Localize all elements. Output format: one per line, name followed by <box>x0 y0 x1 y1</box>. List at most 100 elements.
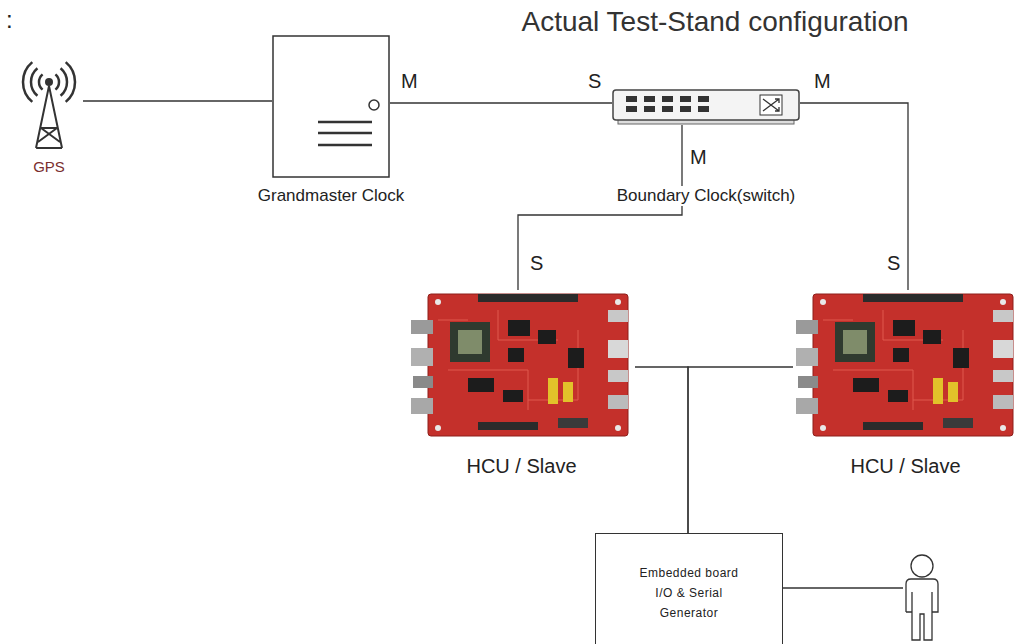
hcu-board-icon <box>793 290 1018 440</box>
network-switch-icon <box>612 85 800 125</box>
ic-chip <box>893 320 915 336</box>
pin-header <box>478 294 578 302</box>
connector <box>993 340 1013 358</box>
node-caption: Grandmaster Clock <box>255 186 407 206</box>
diagram-title: Actual Test-Stand configuration <box>521 6 908 37</box>
switch-port <box>698 106 709 112</box>
connector <box>993 395 1013 409</box>
network-link <box>635 367 688 533</box>
hcu-board: HCU / Slave <box>793 290 1018 440</box>
radio-wave <box>23 62 32 102</box>
port-role: S <box>887 252 900 274</box>
port-role: M <box>814 70 831 92</box>
ic-chip <box>538 330 556 344</box>
connector <box>798 376 818 388</box>
radio-wave <box>66 62 75 102</box>
label-holder: S <box>887 252 900 275</box>
radio-wave <box>39 74 43 89</box>
mount-hole <box>820 425 826 431</box>
switch-port <box>662 106 673 112</box>
switch-port <box>644 106 655 112</box>
person-head <box>911 555 933 577</box>
switch-port <box>680 106 691 112</box>
connector <box>413 376 433 388</box>
label-holder: M <box>401 70 418 93</box>
person-body <box>906 579 938 640</box>
gps-antenna: GPS <box>15 52 83 150</box>
hcu-board-icon <box>408 290 635 440</box>
text-holder: Embedded board I/O & Serial Generator <box>633 533 745 623</box>
port-role: S <box>530 252 543 274</box>
connector <box>796 320 818 334</box>
title-holder: Actual Test-Stand configuration <box>521 6 908 38</box>
ic-chip <box>853 378 879 392</box>
ic-chip <box>568 348 584 368</box>
port-role: M <box>690 146 707 168</box>
ic-chip <box>508 348 524 362</box>
connector <box>796 348 818 366</box>
label-holder: S <box>588 70 601 93</box>
pin-header <box>943 418 973 428</box>
label-holder: : <box>6 6 13 34</box>
switch-port <box>680 96 691 102</box>
capacitor <box>933 378 943 404</box>
box-outline <box>596 534 783 644</box>
connector <box>411 348 433 366</box>
mount-hole <box>820 299 826 305</box>
capacitor <box>948 382 958 402</box>
pcb-board <box>428 294 628 436</box>
label-holder: M <box>690 146 707 169</box>
switch-port <box>662 96 673 102</box>
capacitor <box>563 382 573 402</box>
cpu-chip <box>450 322 490 362</box>
node-caption: GPS <box>30 158 68 176</box>
connector <box>411 398 433 414</box>
connector <box>608 310 628 322</box>
text-holder: GPS <box>30 158 68 176</box>
port-role: S <box>588 70 601 92</box>
text-holder: Grandmaster Clock <box>255 186 407 206</box>
capacitor <box>548 378 558 404</box>
server-case <box>273 36 389 177</box>
connector <box>796 398 818 414</box>
connector <box>993 370 1013 382</box>
operator-wire <box>783 587 903 588</box>
mount-hole <box>1000 425 1006 431</box>
node-caption: HCU / Slave <box>847 454 963 478</box>
power-led <box>369 100 379 110</box>
antenna-dot <box>45 78 53 86</box>
port-role: M <box>401 70 418 92</box>
network-link <box>518 125 682 290</box>
hcu-board: HCU / Slave <box>408 290 635 440</box>
antenna-mast <box>36 86 62 148</box>
mount-hole <box>615 299 621 305</box>
network-link <box>83 100 272 101</box>
grandmaster-server: Grandmaster Clock <box>272 35 390 178</box>
network-link <box>390 102 612 103</box>
ic-chip <box>888 390 908 402</box>
drive-slot <box>318 122 372 145</box>
grandmaster-server-icon <box>272 35 390 178</box>
network-switch: Boundary Clock(switch) <box>612 85 800 125</box>
mount-hole <box>435 299 441 305</box>
radio-wave <box>61 68 67 96</box>
switch-port <box>698 96 709 102</box>
text-holder: Boundary Clock(switch) <box>614 186 799 206</box>
pin-header <box>558 418 588 428</box>
ic-chip <box>923 330 941 344</box>
connector <box>608 340 628 358</box>
node-caption: Boundary Clock(switch) <box>614 186 799 206</box>
network-link <box>688 367 793 533</box>
pcb-trace <box>438 310 578 410</box>
cpu-die <box>458 330 482 354</box>
text-holder: HCU / Slave <box>847 454 963 478</box>
mount-hole <box>1000 299 1006 305</box>
ic-chip <box>468 378 494 392</box>
pin-header <box>478 422 538 430</box>
mount-hole <box>615 425 621 431</box>
cpu-die <box>843 330 867 354</box>
switch-body <box>613 90 799 120</box>
mount-hole <box>435 425 441 431</box>
switch-port <box>626 96 637 102</box>
